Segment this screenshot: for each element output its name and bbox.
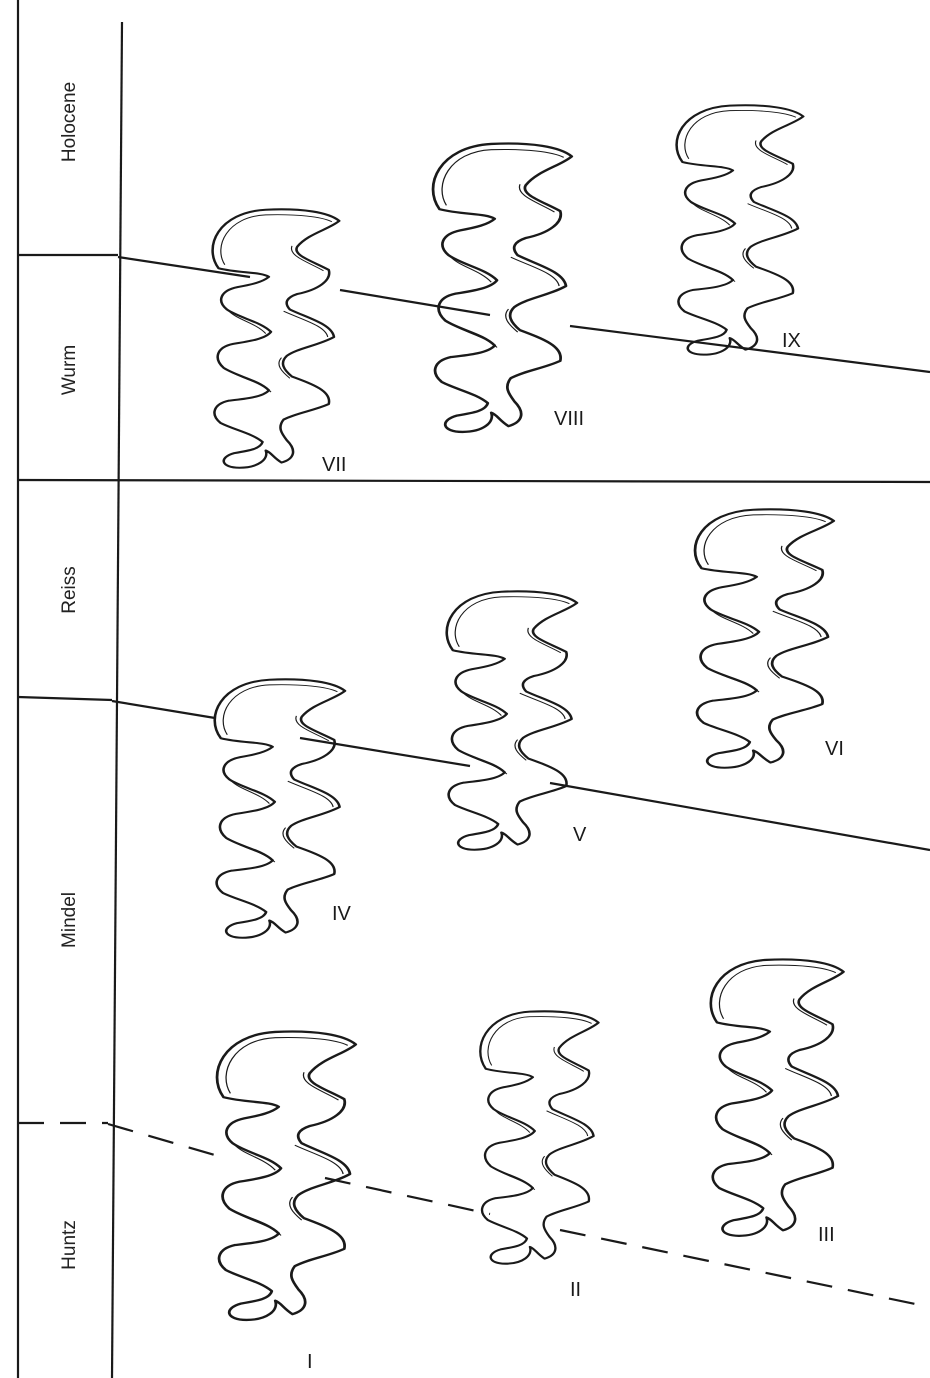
specimen-label-vii: VII: [322, 454, 346, 476]
tooth-specimen-ii: [479, 1010, 600, 1265]
boundary-reiss-mindel: [17, 695, 930, 852]
specimen-label-v: V: [573, 824, 587, 846]
specimen-label-viii: VIII: [554, 408, 584, 430]
specimen-label-iv: IV: [332, 903, 352, 925]
boundary-wurm-reiss: [17, 478, 930, 484]
tooth-specimen-iii: [709, 958, 845, 1238]
specimen-label-ii: II: [570, 1279, 581, 1301]
tooth-specimen-ix: [675, 104, 805, 356]
tooth-specimen-v: [445, 590, 579, 852]
period-label-holocene: Holocene: [59, 82, 80, 162]
period-label-huntz: Huntz: [59, 1220, 80, 1270]
specimen-label-iii: III: [818, 1224, 835, 1246]
period-label-wurm: Wurm: [59, 345, 80, 395]
boundary-mindel-huntz: [18, 1121, 921, 1307]
tooth-specimen-i: [215, 1030, 358, 1322]
tooth-specimen-vii: [211, 208, 341, 469]
tooth-specimen-viii: [431, 142, 574, 434]
specimen-label-ix: IX: [782, 330, 801, 352]
period-label-reiss: Reiss: [59, 566, 80, 614]
specimen-label-vi: VI: [825, 738, 844, 760]
inner-axis-line: [110, 21, 124, 1378]
tooth-specimen-vi: [693, 507, 836, 770]
tooth-specimen-iv: [213, 678, 347, 940]
period-label-mindel: Mindel: [59, 892, 80, 948]
specimen-label-i: I: [307, 1351, 313, 1373]
